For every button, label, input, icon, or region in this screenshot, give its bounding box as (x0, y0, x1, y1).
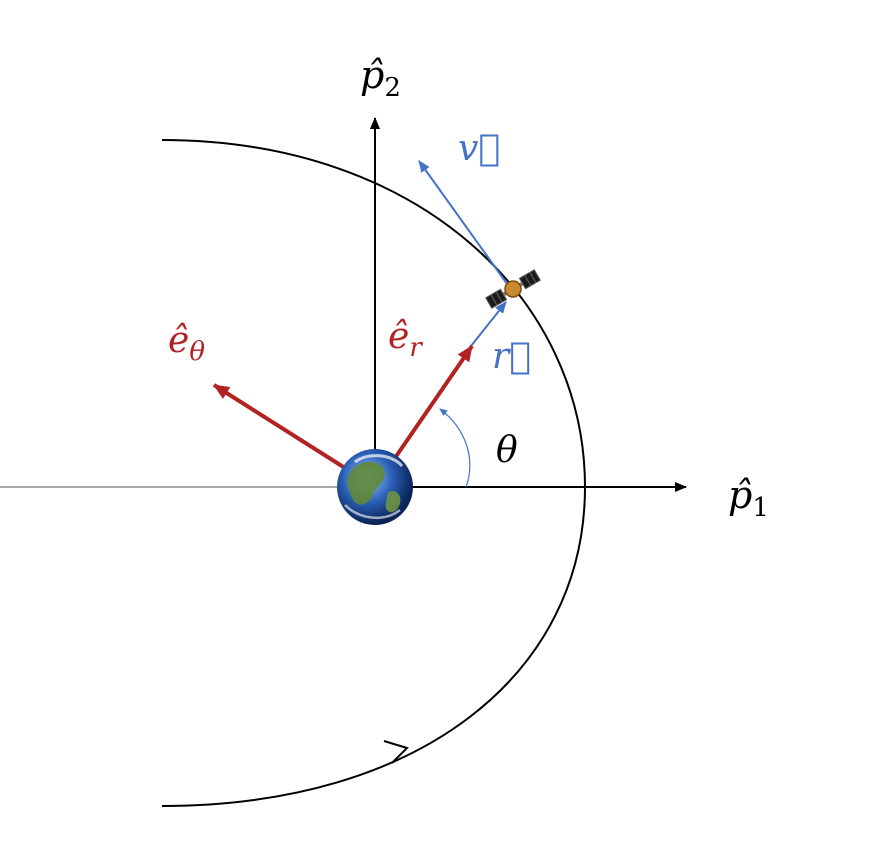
e-theta-label: êθ (168, 320, 205, 367)
e-r-label: êr (388, 316, 423, 363)
r-label: r⃗ (492, 336, 531, 377)
p1-label: p̂1 (728, 473, 769, 523)
satellite-icon (485, 269, 541, 309)
velocity-vector (418, 160, 511, 289)
theta-arc (439, 408, 471, 488)
p2-label: p̂2 (360, 53, 401, 103)
earth-icon (337, 449, 413, 525)
theta-label: θ (496, 430, 518, 471)
v-label: v⃗ (458, 128, 500, 169)
position-vector (470, 301, 507, 347)
orbit-direction-arrow (383, 740, 409, 764)
